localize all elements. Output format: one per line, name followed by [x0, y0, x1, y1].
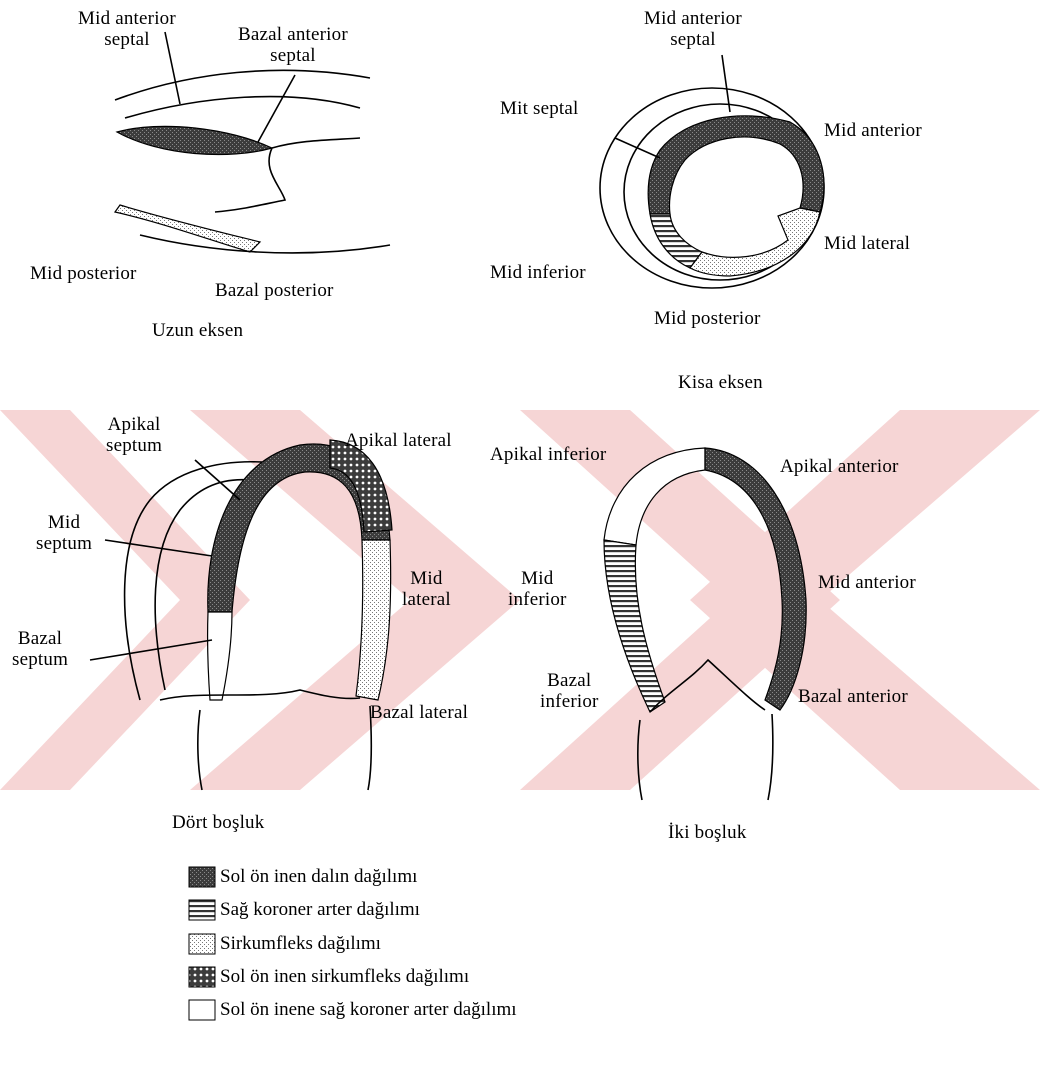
long-axis-inner-wall	[125, 97, 360, 118]
legend-label: Sirkumfleks dağılımı	[220, 933, 381, 955]
legend-item-rca: Sağ koroner arter dağılımı	[220, 897, 420, 923]
two-chamber-valve-plane	[650, 660, 765, 712]
legend-label: Sağ koroner arter dağılımı	[220, 899, 420, 921]
label-short-mid-inferior: Mid inferior	[490, 262, 586, 283]
title-two-chamber: İki boşluk	[668, 822, 747, 843]
long-axis-outer-wall	[115, 70, 370, 100]
label-long-mid-posterior: Mid posterior	[30, 263, 137, 284]
legend-label: Sol ön inen dalın dağılımı	[220, 866, 417, 888]
four-chamber-leader-bazal-septum	[90, 640, 212, 660]
two-chamber-lower-walls	[638, 714, 773, 800]
four-chamber-lateral-circ	[356, 540, 391, 700]
short-axis-lad-segment	[648, 116, 824, 214]
two-chamber-rca-inferior	[604, 540, 665, 712]
two-chamber-view	[604, 448, 806, 800]
title-long-axis: Uzun eksen	[152, 320, 243, 341]
four-chamber-leader-mid-septum	[105, 540, 212, 556]
long-axis-posterior-wall	[140, 235, 390, 253]
label-short-mid-anterior: Mid anterior	[824, 120, 922, 141]
four-chamber-lower-walls	[198, 706, 371, 790]
legend-swatch-circ	[189, 934, 215, 954]
short-axis-circ-segment	[690, 208, 820, 276]
short-axis-leader-2	[615, 138, 660, 158]
legend-swatches	[189, 867, 215, 1020]
four-chamber-view	[90, 440, 392, 790]
legend-label: Sol ön inen sirkumfleks dağılımı	[220, 966, 469, 988]
label-apikal-anterior: Apikal anterior	[780, 456, 899, 477]
long-axis-anterior-septal-segment	[117, 126, 272, 154]
legend-swatch-lad-rca	[189, 1000, 215, 1020]
label-short-mit-septal: Mit septal	[500, 98, 579, 119]
legend-item-lad: Sol ön inen dalın dağılımı	[220, 864, 417, 890]
legend-swatch-rca	[189, 900, 215, 920]
label-bazal-anterior: Bazal anterior	[798, 686, 908, 707]
legend-item-lad-circ: Sol ön inen sirkumfleks dağılımı	[220, 964, 469, 990]
label-short-mid-posterior: Mid posterior	[654, 308, 761, 329]
label-long-bazal-posterior: Bazal posterior	[215, 280, 334, 301]
label-bazal-lateral: Bazal lateral	[370, 702, 468, 723]
legend-item-circ: Sirkumfleks dağılımı	[220, 931, 381, 957]
four-chamber-valve-plane	[160, 690, 360, 700]
two-chamber-inferior-white	[604, 448, 705, 545]
legend-label: Sol ön inene sağ koroner arter dağılımı	[220, 999, 517, 1021]
label-short-mid-lateral: Mid lateral	[824, 233, 910, 254]
long-axis-leader-2	[258, 75, 295, 142]
label-apikal-inferior: Apikal inferior	[490, 444, 606, 465]
legend-item-lad-rca: Sol ön inene sağ koroner arter dağılımı	[220, 997, 517, 1023]
label-mid-anterior-2ch: Mid anterior	[818, 572, 916, 593]
short-axis-view	[600, 55, 824, 288]
legend-swatch-lad-circ	[189, 967, 215, 987]
label-apikal-lateral: Apikal lateral	[345, 430, 452, 451]
legend-swatch-lad	[189, 867, 215, 887]
four-chamber-basal-septum	[208, 612, 232, 700]
title-short-axis: Kisa eksen	[678, 372, 763, 393]
title-four-chamber: Dört boşluk	[172, 812, 264, 833]
